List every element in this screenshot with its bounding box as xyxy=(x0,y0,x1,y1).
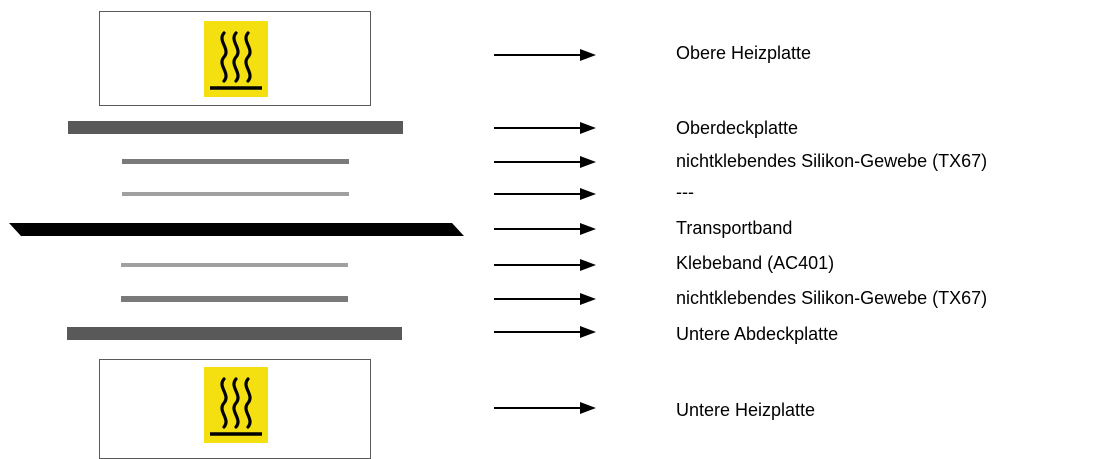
label-adhesive-tape: Klebeband (AC401) xyxy=(676,253,835,273)
label-transport-belt: Transportband xyxy=(676,218,793,238)
label-silicone-fabric-lower: nichtklebendes Silikon-Gewebe (TX67) xyxy=(676,288,988,308)
label-lower-cover-plate: Untere Abdeckplatte xyxy=(676,324,839,344)
adhesive-tape xyxy=(121,263,348,267)
arrow-right-icon xyxy=(494,326,596,338)
label-silicone-fabric-upper: nichtklebendes Silikon-Gewebe (TX67) xyxy=(676,151,988,171)
label-lower-heating-plate: Untere Heizplatte xyxy=(676,400,816,420)
lower-heating-plate xyxy=(99,359,371,459)
arrow-right-icon xyxy=(494,156,596,168)
arrow-right-icon xyxy=(494,259,596,271)
label-upper-heating-plate: Obere Heizplatte xyxy=(676,43,812,63)
transport-belt xyxy=(9,223,464,236)
label-empty-layer: --- xyxy=(676,182,694,202)
silicone-fabric-lower xyxy=(121,296,348,302)
hot-surface-warning-icon xyxy=(204,367,268,443)
arrow-right-icon xyxy=(494,402,596,414)
hot-surface-warning-icon xyxy=(204,21,268,97)
arrow-right-icon xyxy=(494,122,596,134)
arrow-right-icon xyxy=(494,293,596,305)
label-upper-cover-plate: Oberdeckplatte xyxy=(676,118,799,138)
upper-cover-plate xyxy=(68,121,403,134)
arrow-right-icon xyxy=(494,188,596,200)
empty-layer xyxy=(122,192,349,196)
arrow-right-icon xyxy=(494,49,596,61)
upper-heating-plate xyxy=(99,11,371,106)
arrow-right-icon xyxy=(494,223,596,235)
silicone-fabric-upper xyxy=(122,159,349,164)
lower-cover-plate xyxy=(67,327,402,340)
